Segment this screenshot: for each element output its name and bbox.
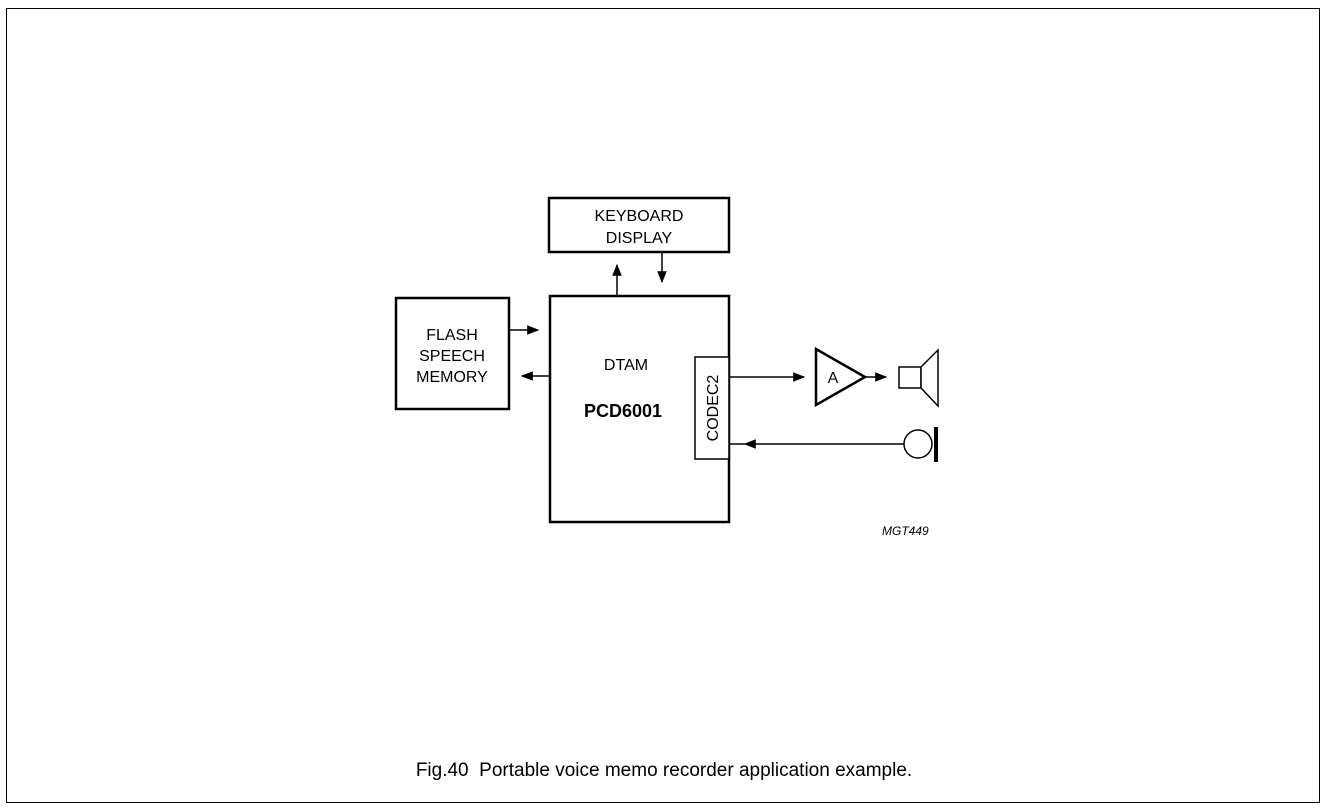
part-number-label: PCD6001 xyxy=(584,401,662,421)
speech-label: SPEECH xyxy=(419,348,485,365)
memory-label: MEMORY xyxy=(416,369,488,386)
reference-code: MGT449 xyxy=(882,524,929,538)
figure-caption: Fig.40 Portable voice memo recorder appl… xyxy=(415,760,913,781)
codec-label: CODEC2 xyxy=(705,375,722,442)
flash-speech-memory-block: FLASH SPEECH MEMORY xyxy=(394,296,511,411)
dtam-label: DTAM xyxy=(604,357,648,374)
figure-frame xyxy=(6,8,1320,803)
flash-label: FLASH xyxy=(426,327,478,344)
amplifier-triangle: A xyxy=(814,346,868,408)
keyboard-label: KEYBOARD xyxy=(595,208,684,225)
display-label: DISPLAY xyxy=(606,230,673,247)
keyboard-display-block: KEYBOARD DISPLAY xyxy=(547,196,731,254)
speaker-icon xyxy=(898,348,939,408)
amplifier-label: A xyxy=(828,370,839,387)
microphone-icon xyxy=(903,427,938,462)
codec-block: CODEC2 xyxy=(694,356,730,460)
